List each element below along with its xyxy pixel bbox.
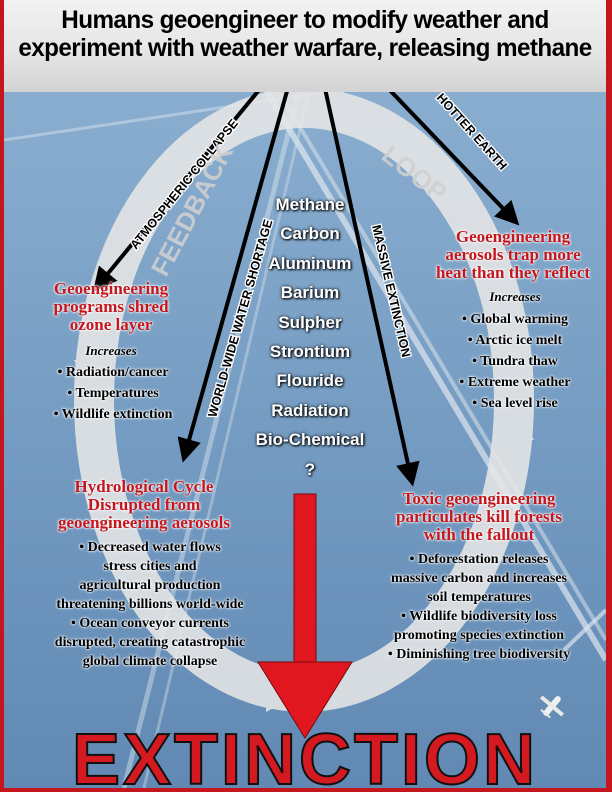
chemical-list: Methane Carbon Aluminum Barium Sulpher S… — [240, 190, 380, 484]
airplane-icon — [539, 695, 565, 719]
title-band: Humans geoengineer to modify weather and… — [4, 0, 606, 92]
heat-heading-line: aerosols trap more — [445, 245, 581, 264]
title-line-1: Humans geoengineer to modify weather and — [61, 6, 549, 34]
extinction-banner: EXTINCTION — [71, 720, 538, 788]
chemical-item: Carbon — [280, 224, 340, 244]
forests-heading: Toxic geoengineering particulates kill f… — [364, 490, 594, 544]
arrow-hotter-earth — [382, 82, 520, 226]
heat-increases-label: Increases — [489, 289, 541, 304]
chemical-item: Bio-Chemical — [255, 430, 365, 450]
list-item: Wildlife biodiversity loss — [356, 607, 602, 626]
forests-bullets: Deforestation releases massive carbon an… — [356, 550, 602, 664]
cause-arrows — [92, 82, 520, 487]
ozone-bullets: Radiation/cancer Temperatures Wildlife e… — [28, 362, 198, 425]
forests-heading-line: with the fallout — [423, 525, 535, 544]
list-item: Arctic ice melt — [430, 330, 600, 351]
loop-arrowhead-top — [304, 88, 344, 128]
ozone-heading: Geoengineering programs shred ozone laye… — [26, 280, 196, 334]
chemical-item: Radiation — [271, 400, 349, 420]
heat-heading-line: Geoengineering — [455, 227, 571, 246]
list-item: Wildlife extinction — [28, 404, 198, 425]
list-item: Decreased water flows — [30, 538, 270, 557]
list-item: Diminishing tree biodiversity — [356, 645, 602, 664]
list-item: Temperatures — [28, 383, 198, 404]
list-item-continued: agricultural production — [79, 578, 221, 593]
list-item: Global warming — [430, 309, 600, 330]
list-item-continued: stress cities and — [103, 559, 197, 574]
list-item: Sea level rise — [430, 393, 600, 414]
hydro-heading-line: Hydrological Cycle — [74, 477, 214, 496]
list-item: Extreme weather — [430, 372, 600, 393]
list-item-continued: threatening billions world-wide — [56, 597, 244, 612]
chemical-item: Methane — [275, 195, 345, 214]
chemical-item: Strontium — [269, 342, 351, 362]
ozone-heading-line: ozone layer — [69, 315, 153, 334]
loop-arrowhead-right — [494, 400, 534, 440]
ozone-heading-line: programs shred — [53, 297, 169, 316]
red-extinction-arrow — [257, 493, 353, 739]
list-item: Deforestation releases — [356, 550, 602, 569]
chemical-item: Barium — [280, 283, 340, 303]
arrow-atmospheric-collapse — [92, 82, 266, 292]
ozone-increases-label: Increases — [85, 343, 137, 358]
chemical-item: Flouride — [276, 371, 344, 391]
list-item-continued: massive carbon and increases — [391, 571, 567, 586]
hydro-heading-line: geoengineering aerosols — [57, 513, 231, 532]
hydro-heading-line: Disrupted from — [87, 495, 201, 514]
list-item: Ocean conveyor currents — [30, 614, 270, 633]
poster-title: Humans geoengineer to modify weather and… — [13, 6, 597, 62]
chemical-item: Sulpher — [278, 312, 342, 332]
forests-heading-line: Toxic geoengineering — [402, 489, 556, 508]
forests-heading-line: particulates kill forests — [396, 507, 562, 526]
list-item-continued: disrupted, creating catastrophic — [54, 635, 246, 650]
hydro-heading: Hydrological Cycle Disrupted from geoeng… — [34, 478, 254, 532]
title-line-2: experiment with weather warfare, releasi… — [18, 34, 592, 62]
heat-heading-line: heat than they reflect — [435, 263, 591, 282]
list-item: Tundra thaw — [430, 351, 600, 372]
heat-bullets: Global warming Arctic ice melt Tundra th… — [430, 309, 600, 414]
chemical-item: Aluminum — [268, 253, 352, 273]
heat-heading: Geoengineering aerosols trap more heat t… — [418, 228, 606, 282]
list-item-continued: global climate collapse — [82, 654, 218, 669]
ozone-heading-line: Geoengineering — [53, 279, 169, 298]
sky-background: ATMOSPHERIC COLLAPSE WORLD-WIDE WATER SH… — [4, 0, 606, 788]
list-item-continued: soil temperatures — [427, 590, 531, 605]
arrow-water-shortage — [177, 83, 291, 463]
chemical-item: ? — [304, 459, 316, 479]
list-item-continued: promoting species extinction — [393, 628, 565, 643]
arrow-massive-extinction — [322, 83, 420, 487]
hydro-bullets: Decreased water flows stress cities and … — [30, 538, 270, 671]
list-item: Radiation/cancer — [28, 362, 198, 383]
